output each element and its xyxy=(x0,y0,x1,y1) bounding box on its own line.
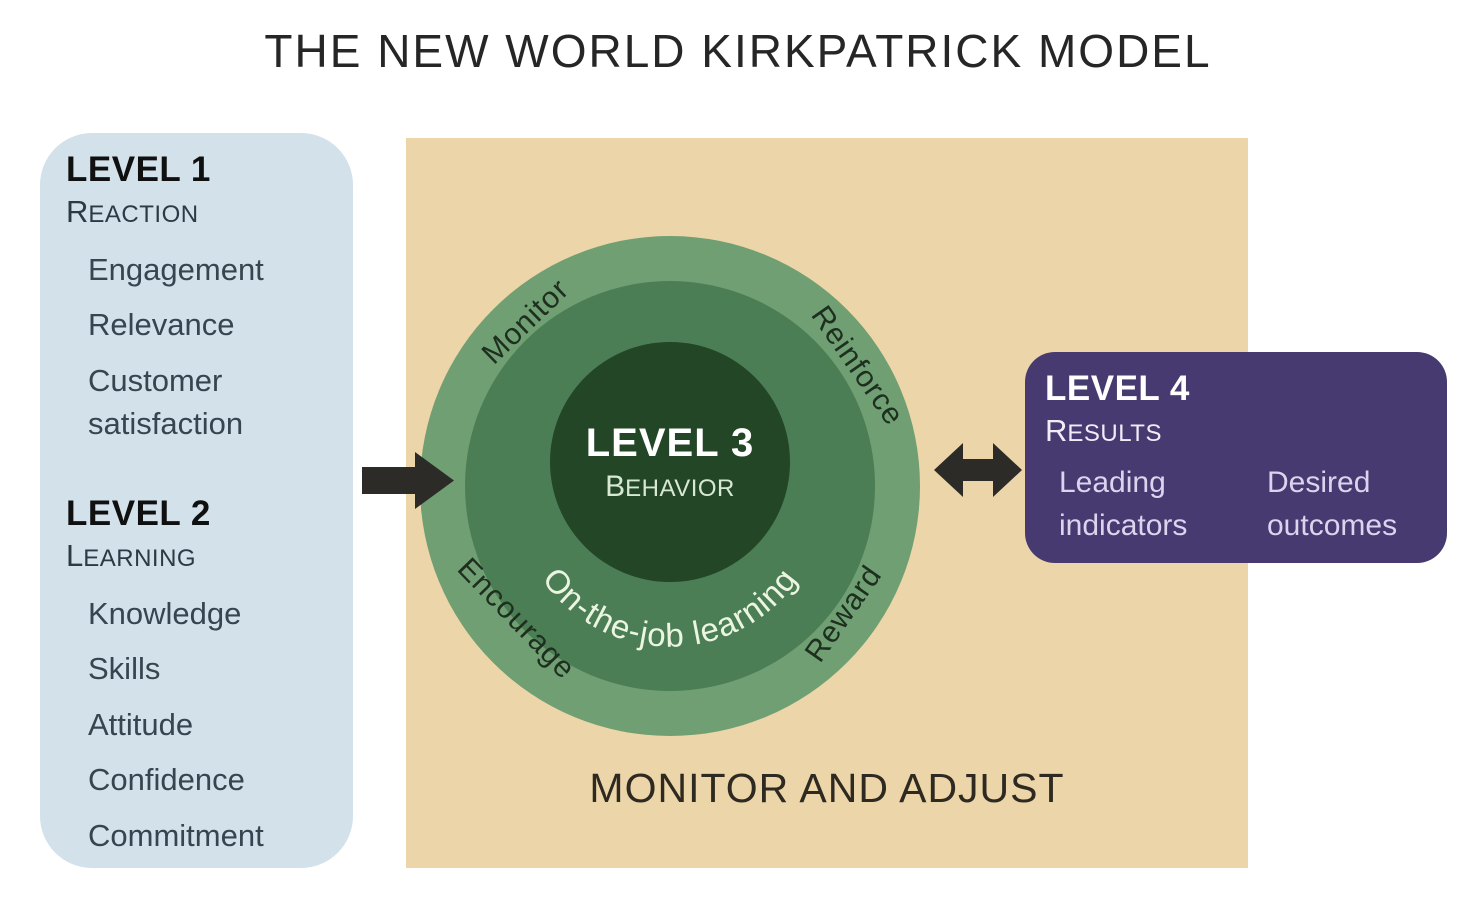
level1-heading: LEVEL 1 xyxy=(66,150,211,189)
level1-subheading: REACTION xyxy=(66,194,199,229)
list-item: Customer satisfaction xyxy=(88,362,244,441)
page-title: THE NEW WORLD KIRKPATRICK MODEL xyxy=(264,25,1212,77)
level4-subheading: RESULTS xyxy=(1045,413,1162,448)
level2-item-list: Knowledge Skills Attitude Confidence Com… xyxy=(66,592,335,857)
level2-heading: LEVEL 2 xyxy=(66,494,211,534)
level2-section: LEVEL 2 LEARNING Knowledge Skills Attitu… xyxy=(66,493,335,857)
level2-subheading: LEARNING xyxy=(66,538,197,574)
level3-heading: LEVEL 3 xyxy=(585,420,755,465)
monitor-adjust-label: MONITOR AND ADJUST xyxy=(589,765,1065,811)
list-item: Engagement xyxy=(88,251,264,287)
level3-subheading: BEHAVIOR xyxy=(605,469,735,503)
list-item: Attitude xyxy=(88,706,194,742)
level1-item-list: Engagement Relevance Customer satisfacti… xyxy=(66,248,335,446)
level4-heading: LEVEL 4 xyxy=(1045,369,1190,408)
level1-2-panel: LEVEL 1 REACTION Engagement Relevance Cu… xyxy=(40,133,353,868)
level1-section: LEVEL 1 REACTION Engagement Relevance Cu… xyxy=(66,149,335,445)
list-item: Skills xyxy=(88,651,161,687)
list-item: Relevance xyxy=(88,307,235,343)
level4-panel: LEVEL 4 RESULTS Leading indicators Desir… xyxy=(1025,352,1447,563)
list-item: Confidence xyxy=(88,762,245,798)
level4-col-desired-outcomes: Desired outcomes xyxy=(1267,465,1398,543)
list-item: Commitment xyxy=(88,817,264,853)
level4-col-leading-indicators: Leading indicators xyxy=(1059,465,1188,543)
list-item: Knowledge xyxy=(88,596,242,632)
level4-columns: Leading indicators Desired outcomes xyxy=(1059,461,1427,548)
level3-circle: LEVEL 3 BEHAVIOR xyxy=(550,342,790,582)
